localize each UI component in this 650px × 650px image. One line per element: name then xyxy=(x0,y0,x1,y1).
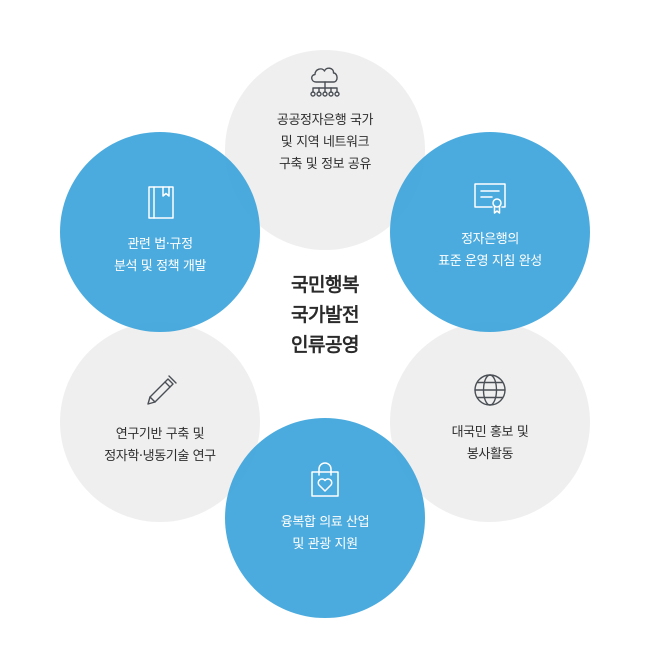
node-label: 연구기반 구축 및 정자학·냉동기술 연구 xyxy=(75,424,245,468)
center-slogan: 국민행복 국가발전 인류공영 xyxy=(225,270,425,360)
pencil-icon xyxy=(147,375,177,405)
slogan-line: 국민행복 xyxy=(291,274,359,296)
node-label: 공공정자은행 국가 및 지역 네트워크 구축 및 정보 공유 xyxy=(240,110,410,176)
label-line: 연구기반 구축 및 xyxy=(115,427,205,442)
label-line: 분석 및 정책 개발 xyxy=(113,259,207,274)
node-policy: 관련 법·규정 분석 및 정책 개발 xyxy=(60,132,260,332)
label-line: 대국민 홍보 및 xyxy=(451,425,529,440)
node-label: 정자은행의 표준 운영 지침 완성 xyxy=(405,229,575,273)
node-standard: 정자은행의 표준 운영 지침 완성 xyxy=(390,132,590,332)
label-line: 정자학·냉동기술 연구 xyxy=(104,449,216,464)
shopping-bag-heart-icon xyxy=(311,462,339,497)
slogan-line: 인류공영 xyxy=(291,334,359,356)
label-line: 및 지역 네트워크 xyxy=(280,135,370,150)
node-research: 연구기반 구축 및 정자학·냉동기술 연구 xyxy=(60,322,260,522)
node-industry: 융복합 의료 산업 및 관광 지원 xyxy=(225,418,425,618)
label-line: 표준 운영 지침 완성 xyxy=(438,254,542,269)
label-line: 관련 법·규정 xyxy=(127,237,193,252)
node-label: 융복합 의료 산업 및 관광 지원 xyxy=(240,512,410,556)
globe-icon xyxy=(474,374,506,406)
label-line: 봉사활동 xyxy=(466,447,514,462)
label-line: 융복합 의료 산업 xyxy=(280,515,370,530)
book-icon xyxy=(148,186,174,219)
label-line: 공공정자은행 국가 xyxy=(276,113,374,128)
slogan-line: 국가발전 xyxy=(291,304,359,326)
node-outreach: 대국민 홍보 및 봉사활동 xyxy=(390,322,590,522)
label-line: 정자은행의 xyxy=(461,232,519,247)
node-label: 관련 법·규정 분석 및 정책 개발 xyxy=(75,234,245,278)
label-line: 및 관광 지원 xyxy=(292,537,358,552)
cloud-network-icon xyxy=(310,67,340,97)
node-label: 대국민 홍보 및 봉사활동 xyxy=(405,422,575,466)
certificate-icon xyxy=(474,183,506,214)
label-line: 구축 및 정보 공유 xyxy=(278,157,372,172)
